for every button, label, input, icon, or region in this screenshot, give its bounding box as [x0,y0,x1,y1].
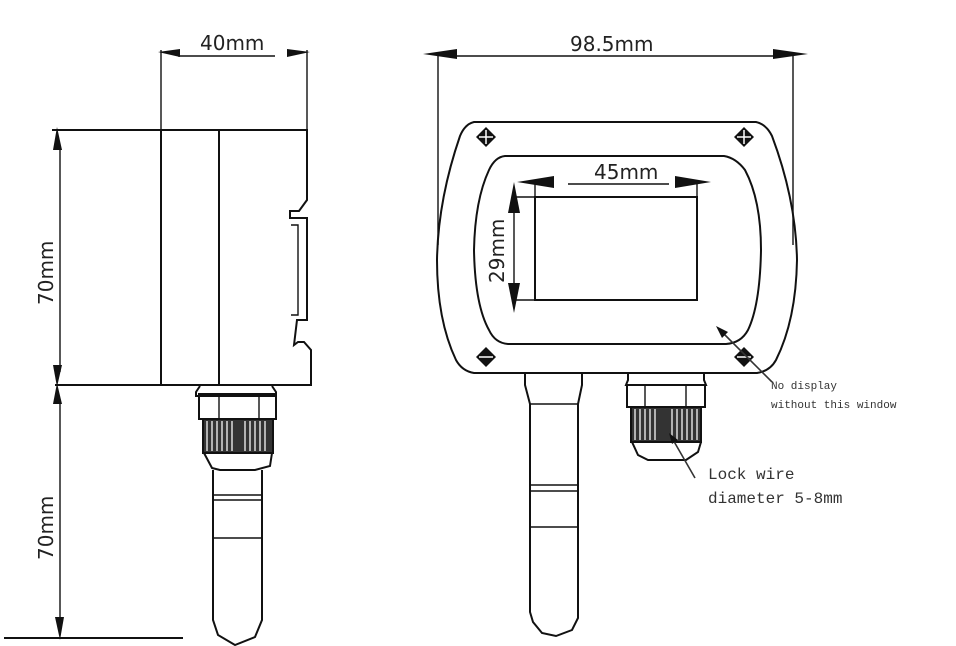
arrow-down-icon [55,617,64,640]
front-view: 98.5mm [423,32,897,638]
arrow-down-icon [508,283,520,313]
arrow-up-icon [508,182,520,213]
gland-note-line2: diameter 5-8mm [708,490,842,508]
side-probe-length-dimension: 70mm [4,383,183,640]
screw-icon [476,347,496,367]
side-housing [52,129,312,386]
screw-icons [476,127,754,367]
arrow-right-icon [675,176,711,188]
screw-icon [734,347,754,367]
side-probe [195,385,277,646]
side-width-label: 40mm [200,31,264,55]
arrow-right-icon [773,49,808,59]
side-width-dimension: 40mm [158,31,310,130]
side-view: 40mm 70mm [4,31,312,646]
window-note-line1: No display [771,381,837,393]
side-housing-height-label: 70mm [34,241,58,305]
window-width-dimension: 45mm [517,160,711,197]
screw-icon [734,127,754,147]
front-window-bezel [472,155,763,345]
arrow-left-icon [517,176,554,188]
window-width-label: 45mm [594,160,658,184]
arrow-up-icon [53,127,62,150]
gland-note-line1: Lock wire [708,466,794,484]
screw-icon [476,127,496,147]
arrow-up-icon [53,383,62,404]
arrow-right-icon [287,49,310,57]
window-note-line2: without this window [771,400,897,412]
window-height-dimension: 29mm [485,182,535,313]
arrow-left-icon [158,49,180,57]
side-housing-height-dimension: 70mm [34,127,161,387]
front-probe [524,374,583,638]
front-cable-gland [624,374,708,461]
front-width-label: 98.5mm [570,32,654,56]
arrow-down-icon [53,365,62,387]
side-probe-length-label: 70mm [34,496,58,560]
display-window [534,196,698,301]
arrow-left-icon [423,49,457,59]
window-height-label: 29mm [485,219,509,283]
front-housing [435,121,799,374]
